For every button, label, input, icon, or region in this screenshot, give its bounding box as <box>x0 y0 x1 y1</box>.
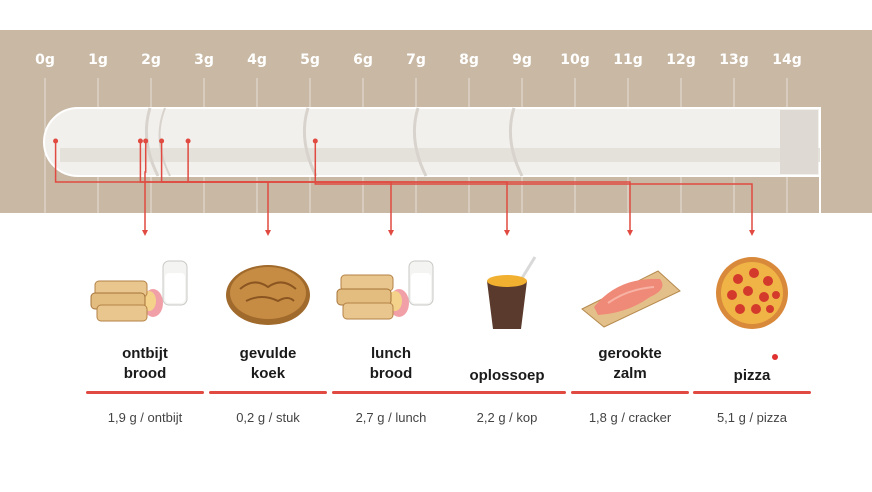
connector-arrowhead <box>142 230 148 236</box>
amount-pizza: 5,1 g / pizza <box>716 410 788 425</box>
scale-tick-label: 8g <box>459 52 479 68</box>
scale-tick-label: 6g <box>353 52 373 68</box>
scale-tick-label: 5g <box>300 52 320 68</box>
salmon-cracker-icon <box>581 270 681 328</box>
connector-arrowhead <box>504 230 510 236</box>
scale-tick-label: 14g <box>772 52 802 68</box>
food-name-pizza: pizza <box>733 367 771 384</box>
item-underline <box>571 391 689 394</box>
food-item-ontbijt-brood <box>83 255 207 330</box>
item-underline <box>209 391 327 394</box>
connector-start-dot <box>159 138 165 144</box>
food-item-lunch-brood <box>329 255 453 330</box>
connector-start-dot <box>312 138 318 144</box>
connector-line <box>139 141 631 234</box>
scale-tick-label: 2g <box>141 52 161 68</box>
connector-lines <box>53 138 755 236</box>
connector-arrowhead <box>627 230 633 236</box>
item-underline <box>693 391 811 394</box>
connector-arrowhead <box>388 230 394 236</box>
item-underline <box>448 391 566 394</box>
food-item-gerookte-zalm <box>568 255 692 330</box>
accent-dot <box>772 354 778 360</box>
food-item-oplossoep <box>445 255 569 330</box>
scale-tick-label: 11g <box>613 52 643 68</box>
item-underline <box>332 391 450 394</box>
connector-line <box>314 141 753 234</box>
connector-line <box>144 141 147 234</box>
scale-tick-label: 3g <box>194 52 214 68</box>
item-underline <box>86 391 204 394</box>
amount-ontbijt-brood: 1,9 g / ontbijt <box>107 410 183 425</box>
amount-lunch-brood: 2,7 g / lunch <box>355 410 427 425</box>
connector-start-dot <box>185 138 191 144</box>
food-item-pizza <box>690 255 814 330</box>
food-name-oplossoep: oplossoep <box>469 367 545 384</box>
scale-tick-label: 12g <box>666 52 696 68</box>
bread-milk-icon <box>90 260 188 322</box>
scale-tick-label: 0g <box>35 52 55 68</box>
connector-arrowhead <box>265 230 271 236</box>
scale-tick-label: 10g <box>560 52 590 68</box>
soup-cup-icon <box>487 256 537 329</box>
food-item-gevulde-koek <box>206 255 330 330</box>
salt-tube <box>43 107 821 214</box>
amount-oplossoep: 2,2 g / kop <box>476 410 538 425</box>
scale-tick-label: 7g <box>406 52 426 68</box>
connector-arrowhead <box>749 230 755 236</box>
connector-start-dot <box>137 138 143 144</box>
scale-tick-label: 9g <box>512 52 532 68</box>
pizza-icon <box>716 257 788 329</box>
scale-tick-label: 13g <box>719 52 749 68</box>
bread-milk-icon <box>336 260 434 320</box>
amount-gevulde-koek: 0,2 g / stuk <box>236 410 300 425</box>
almond-cake-icon <box>226 265 310 325</box>
amount-gerookte-zalm: 1,8 g / cracker <box>588 410 672 425</box>
connector-start-dot <box>53 138 59 144</box>
connector-start-dot <box>143 138 149 144</box>
scale-tick-label: 4g <box>247 52 267 68</box>
scale-tick-label: 1g <box>88 52 108 68</box>
